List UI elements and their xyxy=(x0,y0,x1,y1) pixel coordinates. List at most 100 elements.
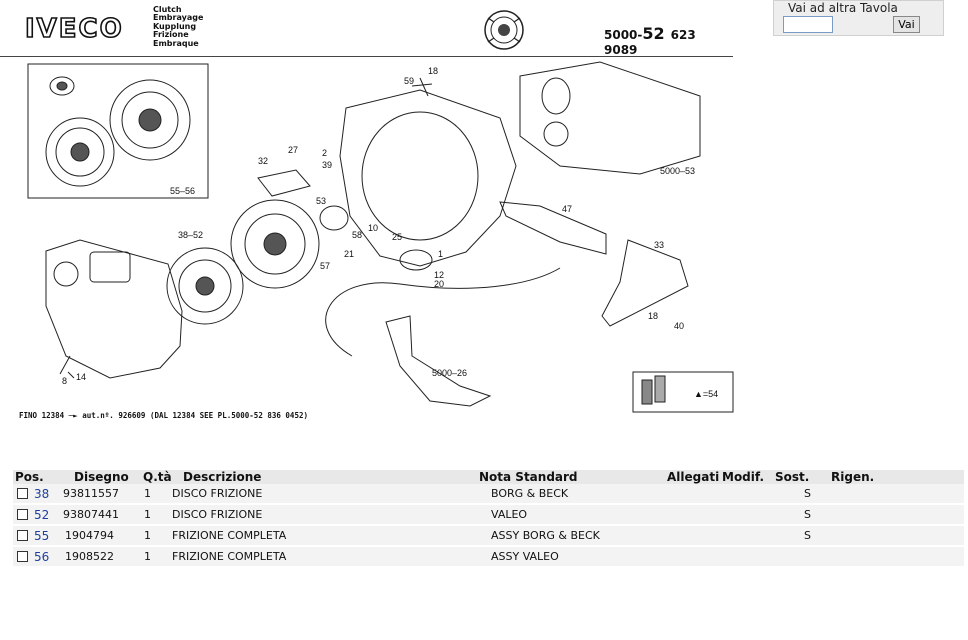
guard-plate-icon xyxy=(601,239,689,327)
inset-54-frame xyxy=(632,371,734,413)
callout-8: 8 xyxy=(62,376,67,386)
callout-59: 59 xyxy=(404,76,414,86)
col-modif: Modif. xyxy=(722,470,765,484)
release-bearing-icon xyxy=(319,205,349,231)
row-disegno: 93807441 xyxy=(63,508,119,521)
row-nota: BORG & BECK xyxy=(491,487,569,500)
goto-table-panel: Vai ad altra Tavola Vai xyxy=(773,0,944,36)
plate-prefix: 5000- xyxy=(604,28,643,42)
col-descrizione: Descrizione xyxy=(183,470,262,484)
goto-button[interactable]: Vai xyxy=(893,16,920,33)
row-checkbox[interactable] xyxy=(17,530,28,541)
callout-39: 39 xyxy=(322,160,332,170)
lang-es: Embraque xyxy=(153,38,199,48)
row-descrizione: FRIZIONE COMPLETA xyxy=(172,529,287,542)
callout-58: 58 xyxy=(352,230,362,240)
lang-en: Clutch xyxy=(153,5,182,14)
bell-housing-icon xyxy=(339,89,517,267)
dust-shield-icon xyxy=(499,201,607,255)
inset-clutch-disc-icon xyxy=(45,76,191,187)
col-pos: Pos. xyxy=(15,470,44,484)
row-checkbox[interactable] xyxy=(17,551,28,562)
col-rigen: Rigen. xyxy=(831,470,875,484)
plate-number: 52 xyxy=(642,24,665,43)
lang-it: Frizione xyxy=(153,30,189,40)
callout-33: 33 xyxy=(654,240,664,250)
table-header: Pos. Disegno Q.tà Descrizione Nota Stand… xyxy=(13,470,964,484)
inspection-cover-icon xyxy=(399,249,433,271)
drawing-footnote: FINO 12384 ─► aut.nº. 926609 (DAL 12384 … xyxy=(19,411,308,420)
clutch-cable-icon xyxy=(325,267,561,357)
brand-logo: IVECO xyxy=(24,13,124,45)
lang-fr: Embrayage xyxy=(153,13,204,23)
clutch-thumbnail-icon xyxy=(484,10,524,50)
callout-2: 2 xyxy=(322,148,327,158)
callout-53: 53 xyxy=(316,196,326,206)
callout-55-56: 55–56 xyxy=(170,186,195,196)
table-row: 56 1908522 1 FRIZIONE COMPLETA ASSY VALE… xyxy=(13,547,964,568)
row-qta: 1 xyxy=(144,508,151,521)
callout-54: ▲=54 xyxy=(694,389,718,399)
row-qta: 1 xyxy=(144,487,151,500)
callout-47: 47 xyxy=(562,204,572,214)
row-descrizione: FRIZIONE COMPLETA xyxy=(172,550,287,563)
row-nota: ASSY VALEO xyxy=(491,550,559,563)
goto-table-input[interactable] xyxy=(783,16,833,33)
callout-25: 25 xyxy=(392,232,402,242)
row-descrizione: DISCO FRIZIONE xyxy=(172,508,263,521)
row-pos-link[interactable]: 52 xyxy=(34,508,50,522)
row-descrizione: DISCO FRIZIONE xyxy=(172,487,263,500)
callout-12: 12 xyxy=(434,270,444,280)
callout-5000-53: 5000–53 xyxy=(660,166,695,176)
callout-32: 32 xyxy=(258,156,268,166)
table-row: 38 93811557 1 DISCO FRIZIONE BORG & BECK… xyxy=(13,484,964,505)
row-sost: S xyxy=(804,508,811,521)
col-qta: Q.tà xyxy=(143,470,172,484)
callout-57: 57 xyxy=(320,261,330,271)
col-sost: Sost. xyxy=(775,470,810,484)
cover-plate-icon xyxy=(45,239,183,379)
row-disegno: 1908522 xyxy=(65,550,114,563)
plate-header: IVECO Clutch Embrayage Kupplung Frizione… xyxy=(0,0,733,57)
goto-title: Vai ad altra Tavola xyxy=(788,1,898,15)
row-qta: 1 xyxy=(144,550,151,563)
row-pos-link[interactable]: 55 xyxy=(34,529,50,543)
inset-frame xyxy=(27,63,209,199)
col-disegno: Disegno xyxy=(74,470,129,484)
exploded-drawing: 55–56 8 14 38–52 32 27 2 39 53 59 18 58 … xyxy=(27,61,734,413)
callout-14: 14 xyxy=(76,372,86,382)
lang-de: Kupplung xyxy=(153,21,197,31)
table-row: 55 1904794 1 FRIZIONE COMPLETA ASSY BORG… xyxy=(13,526,964,547)
row-qta: 1 xyxy=(144,529,151,542)
col-allegati: Allegati xyxy=(667,470,720,484)
callout-5000-26: 5000–26 xyxy=(432,368,467,378)
gearbox-case-icon xyxy=(519,61,701,175)
callout-21: 21 xyxy=(344,249,354,259)
row-sost: S xyxy=(804,529,811,542)
row-checkbox[interactable] xyxy=(17,488,28,499)
row-pos-link[interactable]: 38 xyxy=(34,487,50,501)
table-row: 52 93807441 1 DISCO FRIZIONE VALEO S xyxy=(13,505,964,526)
parts-table: Pos. Disegno Q.tà Descrizione Nota Stand… xyxy=(13,470,964,568)
callout-18a: 18 xyxy=(428,66,438,76)
callout-38-52: 38–52 xyxy=(178,230,203,240)
release-fork-icon xyxy=(257,169,311,197)
language-list: Clutch Embrayage Kupplung Frizione Embra… xyxy=(153,5,204,48)
col-nota: Nota Standard xyxy=(479,470,578,484)
row-disegno: 1904794 xyxy=(65,529,114,542)
callout-10: 10 xyxy=(368,223,378,233)
callout-40: 40 xyxy=(674,321,684,331)
callout-20: 20 xyxy=(434,279,444,289)
clutch-disc-icon xyxy=(166,199,320,325)
row-nota: VALEO xyxy=(491,508,528,521)
row-pos-link[interactable]: 56 xyxy=(34,550,50,564)
row-sost: S xyxy=(804,487,811,500)
row-disegno: 93811557 xyxy=(63,487,119,500)
clutch-pedal-icon xyxy=(385,315,492,407)
row-checkbox[interactable] xyxy=(17,509,28,520)
callout-1: 1 xyxy=(438,249,443,259)
row-nota: ASSY BORG & BECK xyxy=(491,529,600,542)
callout-27: 27 xyxy=(288,145,298,155)
plate-code: 623 9089 xyxy=(604,28,696,57)
